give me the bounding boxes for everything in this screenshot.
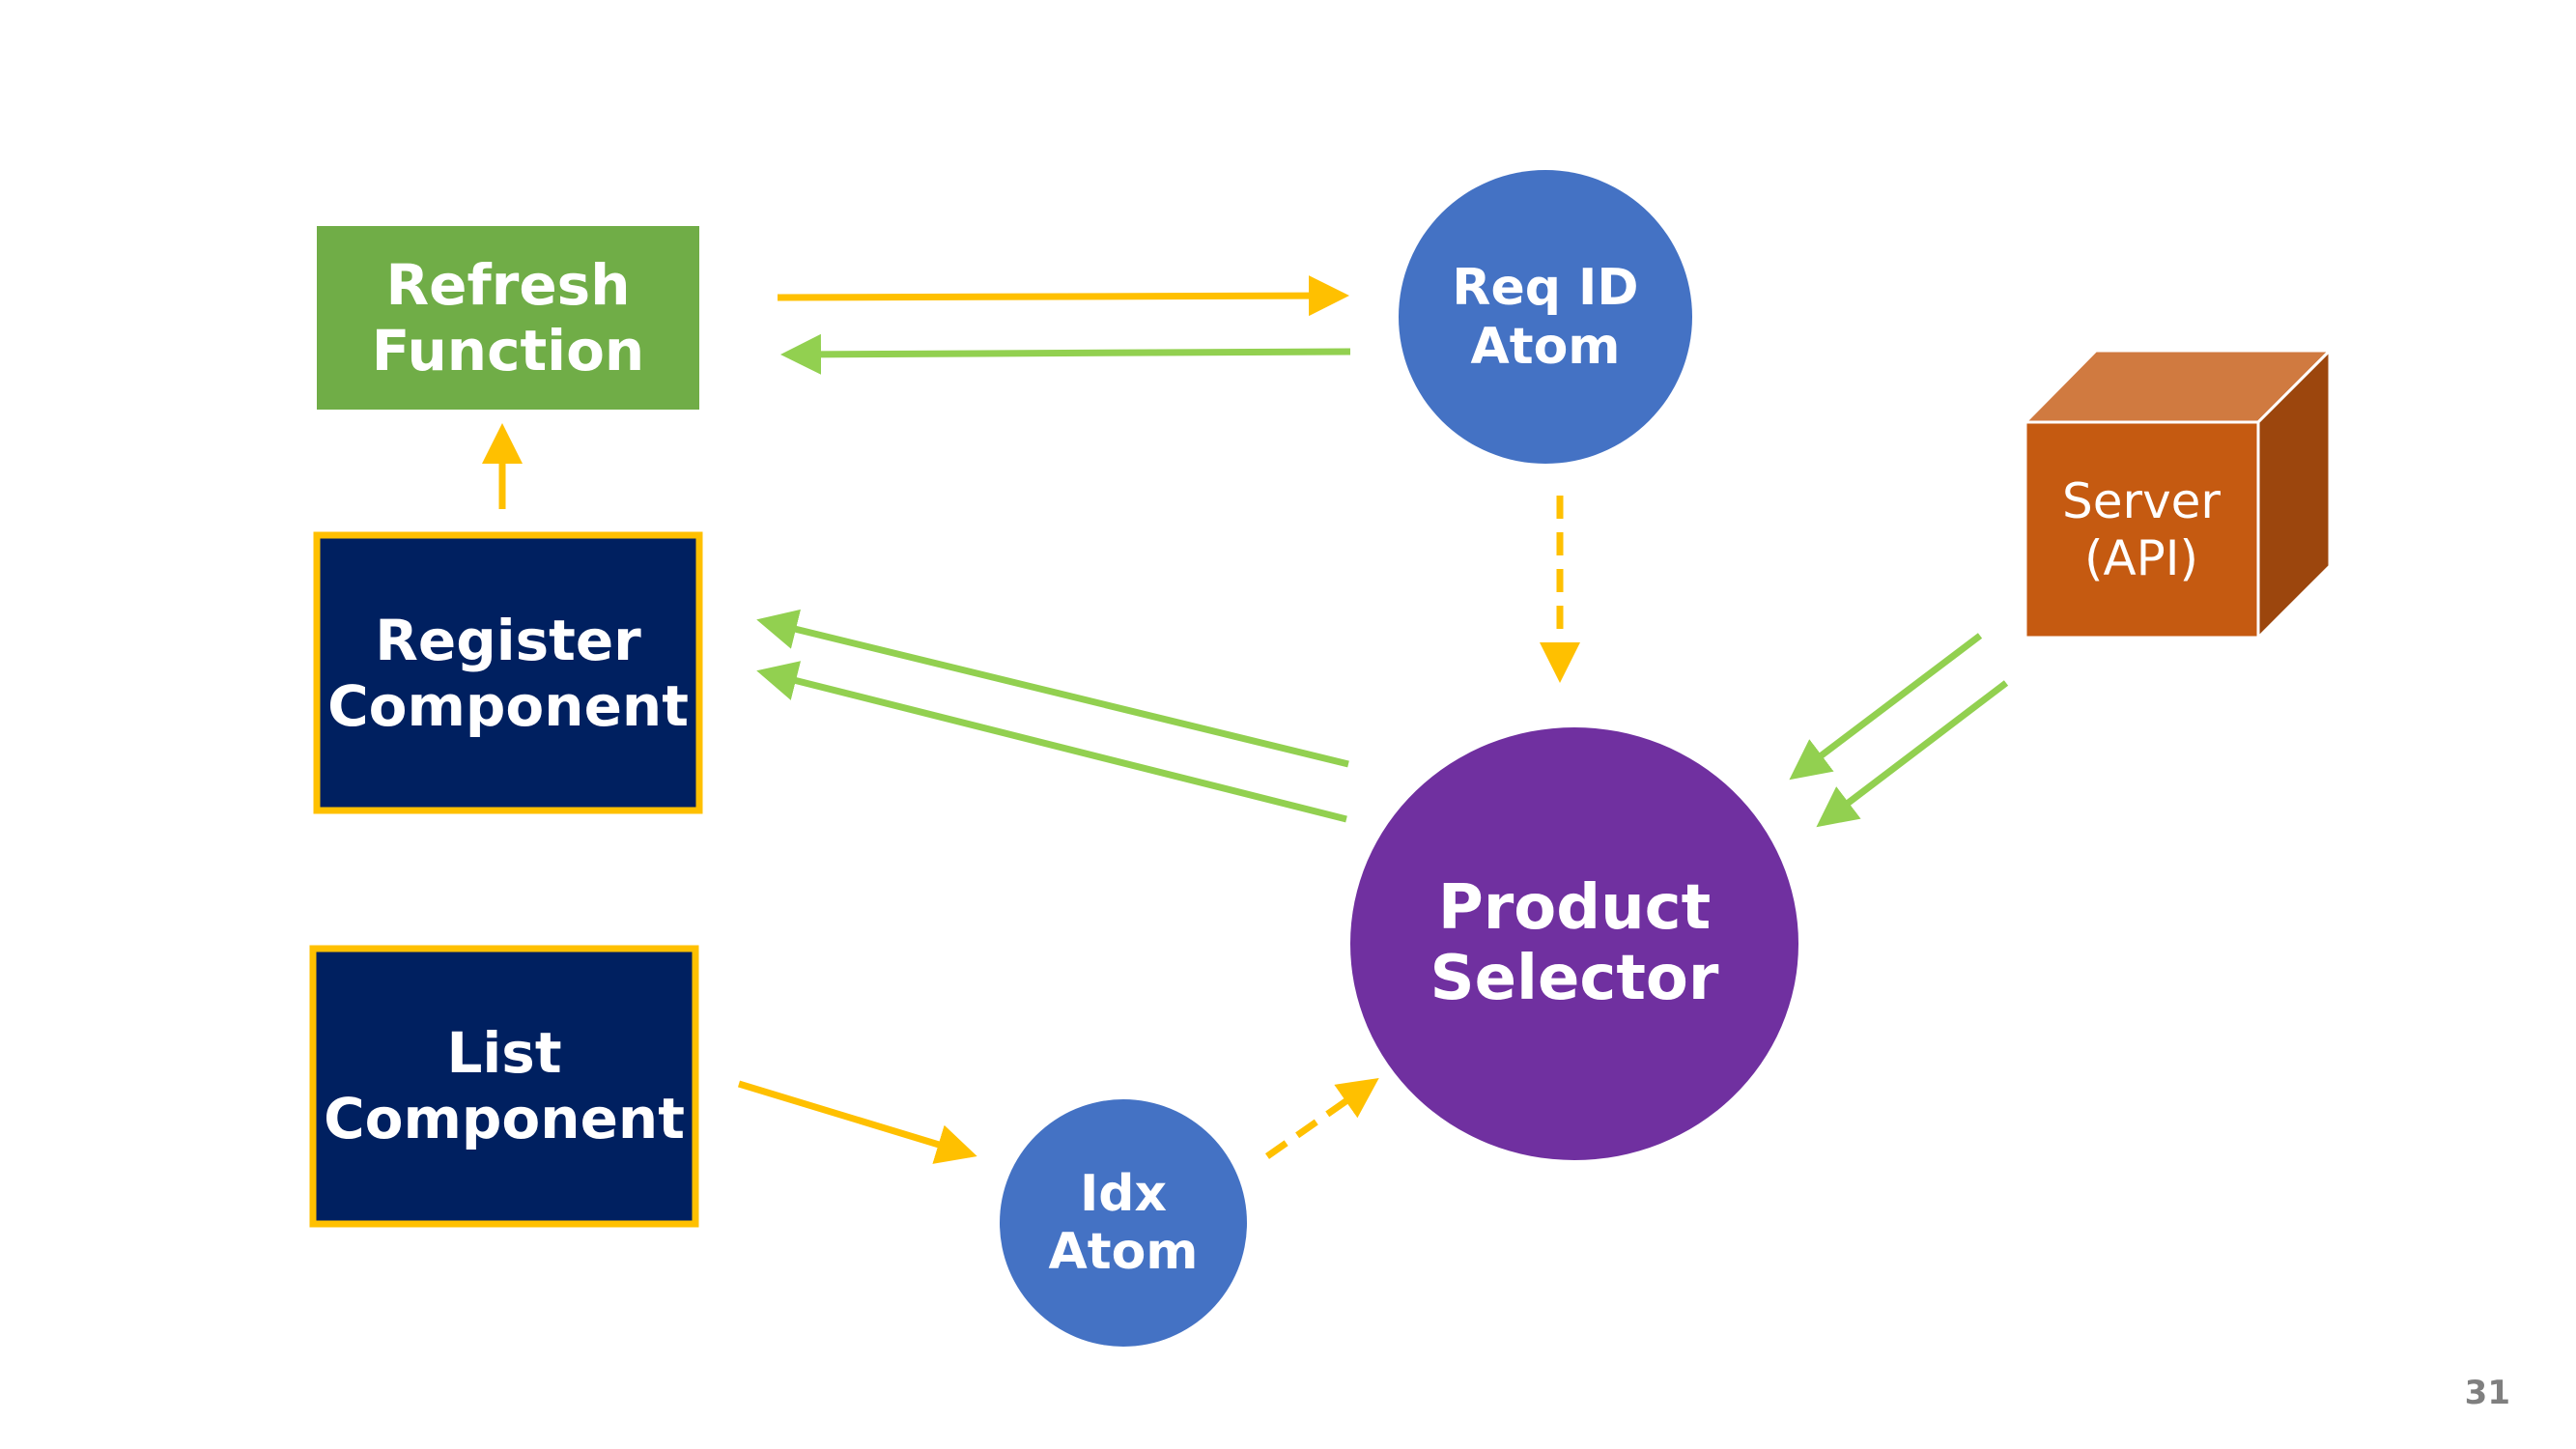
register-component-line2: Component (327, 673, 689, 739)
idx-atom-line1: Idx (1080, 1165, 1167, 1223)
idx-atom-line2: Atom (1048, 1223, 1198, 1281)
node-req-id-atom: Req ID Atom (1399, 170, 1692, 464)
arrows (482, 275, 2009, 1164)
product-selector-line2: Selector (1430, 943, 1719, 1014)
node-product-selector: Product Selector (1350, 727, 1798, 1160)
server-line1: Server (2062, 473, 2221, 529)
req-id-atom-line2: Atom (1470, 318, 1620, 376)
list-component-line1: List (446, 1020, 561, 1086)
arrow-server-to-product-selector-2 (1816, 680, 2009, 828)
req-id-atom-line1: Req ID (1452, 259, 1638, 317)
node-idx-atom: Idx Atom (1000, 1099, 1247, 1347)
page-number: 31 (2464, 1374, 2510, 1412)
node-register-component: Register Component (313, 531, 703, 814)
list-component-line2: Component (324, 1086, 685, 1151)
arrow-refresh-to-reqid (777, 275, 1349, 317)
arrow-product-selector-to-register-2 (756, 661, 1347, 823)
product-selector-line1: Product (1438, 872, 1711, 944)
register-component-line1: Register (375, 608, 641, 673)
cube-icon (2022, 347, 2334, 641)
refresh-function-line1: Refresh (386, 252, 631, 318)
arrow-reqid-to-refresh (780, 333, 1351, 375)
server-line2: (API) (2084, 530, 2198, 586)
refresh-function-line2: Function (372, 318, 644, 384)
arrow-list-to-idx (737, 1080, 977, 1164)
node-server: Server (API) (2022, 347, 2334, 641)
arrow-product-selector-to-register-1 (756, 609, 1349, 768)
node-list-component: List Component (309, 945, 699, 1228)
arrow-idx-to-product-selector (1264, 1077, 1379, 1159)
node-refresh-function: Refresh Function (317, 226, 699, 410)
arrow-server-to-product-selector-1 (1789, 633, 1983, 781)
